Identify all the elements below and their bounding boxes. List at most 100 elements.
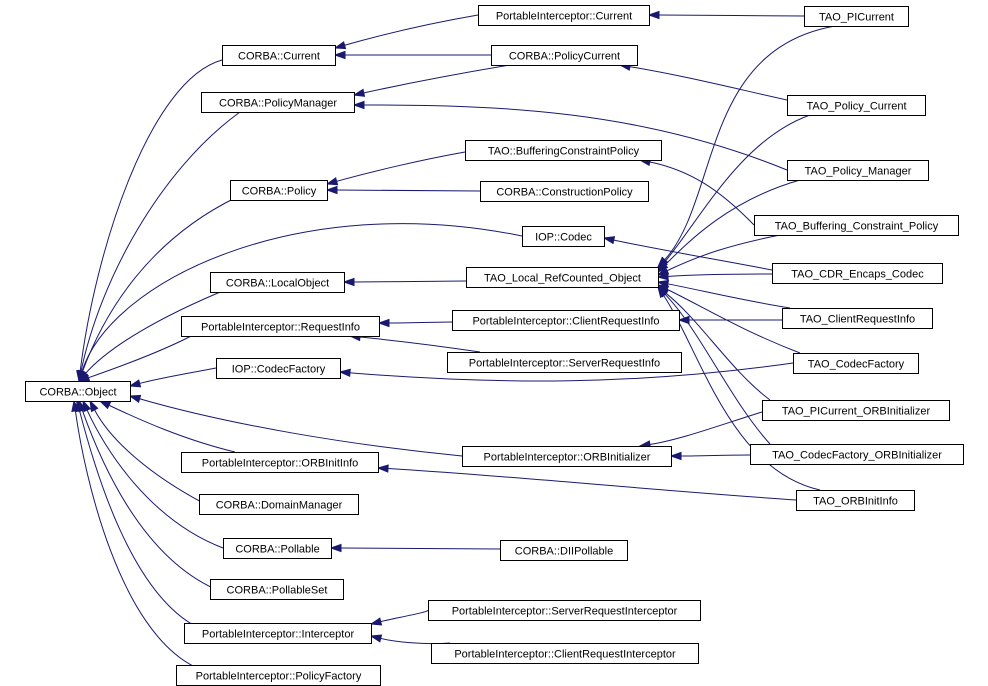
edge-line bbox=[666, 273, 773, 277]
edge-line bbox=[335, 151, 466, 183]
edge-line bbox=[679, 454, 751, 457]
class-node-label: PortableInterceptor::ServerRequestInfo bbox=[469, 358, 660, 370]
class-node[interactable]: TAO_ORBInitInfo bbox=[796, 490, 915, 511]
class-node-label: PortableInterceptor::ServerRequestInterc… bbox=[452, 606, 678, 618]
inheritance-edge bbox=[376, 464, 797, 501]
inheritance-edge bbox=[369, 634, 451, 645]
class-node-label: PortableInterceptor::PolicyFactory bbox=[196, 671, 362, 683]
class-node-box bbox=[466, 267, 659, 288]
inheritance-edge bbox=[338, 362, 794, 382]
edge-line bbox=[628, 65, 788, 101]
class-node-label: CORBA::Current bbox=[238, 51, 320, 63]
edge-line bbox=[80, 111, 241, 373]
edge-line bbox=[663, 114, 811, 264]
class-node[interactable]: PortableInterceptor::ORBInitializer bbox=[462, 446, 672, 467]
edge-line bbox=[138, 398, 463, 457]
class-node-box bbox=[181, 316, 380, 337]
class-node-label: CORBA::ConstructionPolicy bbox=[496, 187, 633, 199]
class-node[interactable]: CORBA::DIIPollable bbox=[500, 540, 628, 561]
class-node[interactable]: PortableInterceptor::PolicyFactory bbox=[176, 665, 381, 686]
class-node-box bbox=[223, 538, 332, 559]
inheritance-edge bbox=[377, 318, 453, 328]
class-node[interactable]: CORBA::PolicyManager bbox=[201, 92, 355, 113]
class-node[interactable]: TAO_Local_RefCounted_Object bbox=[466, 267, 659, 288]
arrowhead bbox=[98, 400, 112, 410]
inheritance-edge bbox=[82, 399, 224, 549]
class-node[interactable]: TAO_PICurrent_ORBInitializer bbox=[762, 400, 950, 421]
inheritance-edge bbox=[656, 272, 773, 281]
class-node[interactable]: CORBA::Policy bbox=[230, 180, 328, 201]
arrowhead bbox=[89, 399, 99, 413]
class-node[interactable]: CORBA::Object bbox=[25, 381, 131, 402]
class-node-label: PortableInterceptor::ORBInitInfo bbox=[202, 458, 359, 470]
arrowhead bbox=[71, 399, 80, 412]
edge-line bbox=[81, 409, 216, 590]
class-node-box bbox=[796, 490, 915, 511]
class-node[interactable]: TAO_PICurrent bbox=[804, 6, 909, 27]
class-node[interactable]: IOP::CodecFactory bbox=[216, 358, 341, 379]
arrowhead bbox=[352, 88, 366, 97]
edge-line bbox=[93, 408, 206, 505]
arrowhead bbox=[677, 315, 690, 325]
inheritance-edge bbox=[128, 394, 463, 457]
inheritance-edge bbox=[669, 451, 751, 461]
class-node-box bbox=[25, 381, 131, 402]
class-node[interactable]: TAO_CodecFactory_ORBInitializer bbox=[750, 444, 964, 465]
class-node[interactable]: TAO_Policy_Current bbox=[787, 95, 926, 116]
inheritance-edge bbox=[128, 367, 217, 388]
arrowhead bbox=[329, 543, 342, 553]
class-node-label: CORBA::PolicyManager bbox=[219, 98, 337, 110]
arrowhead bbox=[128, 394, 142, 403]
class-node[interactable]: PortableInterceptor::ServerRequestInterc… bbox=[428, 600, 701, 621]
inheritance-edge bbox=[638, 157, 755, 226]
class-node-box bbox=[787, 160, 929, 181]
edge-line bbox=[352, 280, 467, 283]
class-node[interactable]: PortableInterceptor::ORBInitInfo bbox=[181, 452, 379, 473]
class-node[interactable]: TAO_CodecFactory bbox=[793, 353, 919, 374]
class-node[interactable]: CORBA::PolicyCurrent bbox=[491, 45, 638, 66]
class-node[interactable]: TAO_Buffering_Constraint_Policy bbox=[754, 215, 959, 236]
inheritance-edge bbox=[77, 333, 196, 382]
edge-line bbox=[379, 637, 451, 645]
class-node-label: PortableInterceptor::Interceptor bbox=[202, 629, 355, 641]
class-node[interactable]: TAO::BufferingConstraintPolicy bbox=[465, 140, 662, 161]
class-node[interactable]: PortableInterceptor::Interceptor bbox=[184, 623, 372, 644]
inheritance-edge bbox=[329, 543, 501, 553]
class-node[interactable]: CORBA::Current bbox=[222, 45, 336, 66]
class-node[interactable]: CORBA::DomainManager bbox=[199, 494, 359, 515]
edge-line bbox=[387, 321, 453, 324]
edge-line bbox=[138, 367, 217, 385]
class-node[interactable]: CORBA::PollableSet bbox=[210, 579, 344, 600]
class-node[interactable]: CORBA::LocalObject bbox=[210, 272, 345, 293]
class-node-box bbox=[201, 92, 355, 113]
class-node[interactable]: TAO_Policy_Manager bbox=[787, 160, 929, 181]
class-node-label: TAO::BufferingConstraintPolicy bbox=[488, 146, 640, 158]
class-node-label: TAO_CDR_Encaps_Codec bbox=[791, 269, 924, 281]
class-node-box bbox=[772, 263, 943, 284]
class-node[interactable]: PortableInterceptor::Current bbox=[478, 5, 650, 26]
edge-line bbox=[362, 64, 511, 94]
class-node-box bbox=[431, 643, 699, 664]
arrowhead bbox=[338, 368, 351, 378]
class-node[interactable]: PortableInterceptor::ClientRequestInfo bbox=[452, 310, 680, 331]
class-node[interactable]: PortableInterceptor::ServerRequestInfo bbox=[447, 352, 682, 373]
class-node-box bbox=[478, 5, 650, 26]
inheritance-edge bbox=[333, 14, 479, 50]
class-node-label: TAO_PICurrent bbox=[819, 12, 894, 24]
class-node[interactable]: PortableInterceptor::ClientRequestInterc… bbox=[431, 643, 699, 664]
class-node[interactable]: TAO_CDR_Encaps_Codec bbox=[772, 263, 943, 284]
class-node[interactable]: CORBA::Pollable bbox=[223, 538, 332, 559]
class-node[interactable]: PortableInterceptor::RequestInfo bbox=[181, 316, 380, 337]
arrowhead bbox=[333, 41, 347, 50]
class-node-box bbox=[184, 623, 372, 644]
inheritance-edge bbox=[656, 234, 781, 276]
class-node[interactable]: CORBA::ConstructionPolicy bbox=[480, 181, 649, 202]
inheritance-edge bbox=[89, 399, 206, 505]
class-node[interactable]: TAO_ClientRequestInfo bbox=[782, 308, 933, 329]
class-node[interactable]: IOP::Codec bbox=[522, 226, 605, 247]
inheritance-edge bbox=[369, 609, 429, 626]
class-node-box bbox=[465, 140, 662, 161]
inheritance-edge bbox=[656, 286, 771, 401]
arrowhead bbox=[369, 634, 383, 643]
inheritance-edge bbox=[325, 151, 466, 186]
